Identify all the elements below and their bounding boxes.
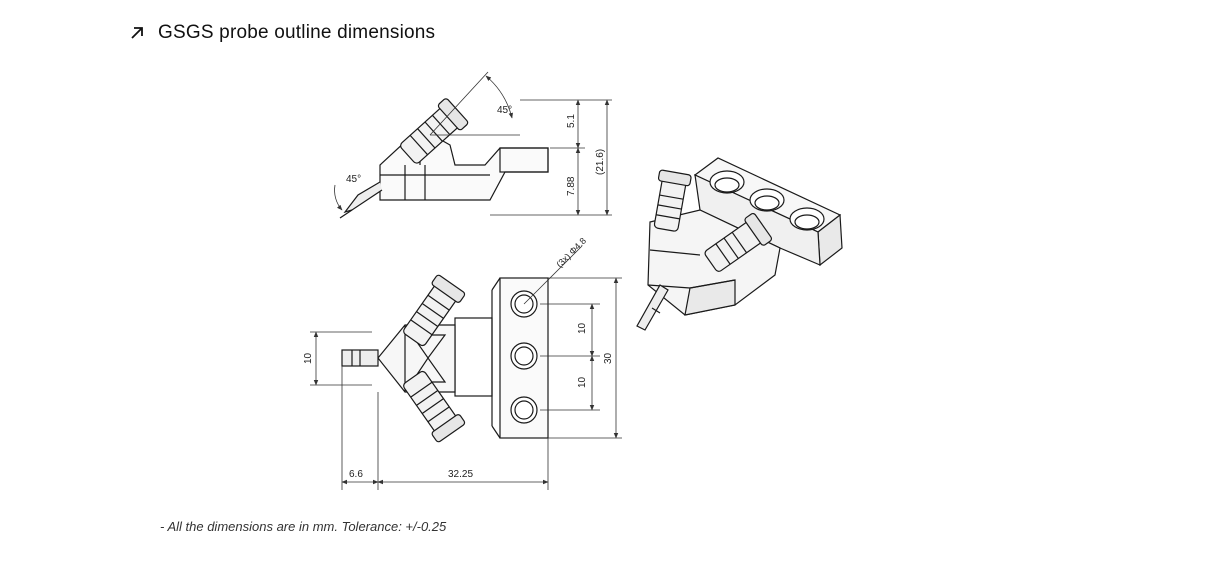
side-dim-a-label: 5.1 <box>566 114 577 128</box>
top-dim-pitch-2: 10 <box>577 376 588 388</box>
top-view-dimensions <box>310 245 622 490</box>
isometric-view <box>636 157 843 331</box>
top-view <box>341 274 549 443</box>
top-dim-tip-height: 10 <box>303 352 314 364</box>
arrow-up-right-icon <box>131 27 143 39</box>
top-dim-width: 30 <box>603 352 614 364</box>
side-dim-b-label: 7.88 <box>566 176 577 196</box>
side-angle-tip-label: 45° <box>346 174 361 185</box>
side-dim-total-label: (21.6) <box>595 149 606 175</box>
side-view <box>339 98 549 219</box>
side-view-dimensions <box>334 71 612 216</box>
side-angle-top-label: 45° <box>497 105 512 116</box>
top-dim-tip-len: 6.6 <box>349 469 363 480</box>
dimension-note: - All the dimensions are in mm. Toleranc… <box>160 519 447 534</box>
page-header: GSGS probe outline dimensions <box>128 22 435 44</box>
top-hole-callout: (3x) Φ4.8 <box>554 236 588 270</box>
top-dim-pitch-1: 10 <box>577 322 588 334</box>
page-title: GSGS probe outline dimensions <box>158 22 436 43</box>
top-dim-body-len: 32.25 <box>448 469 473 480</box>
